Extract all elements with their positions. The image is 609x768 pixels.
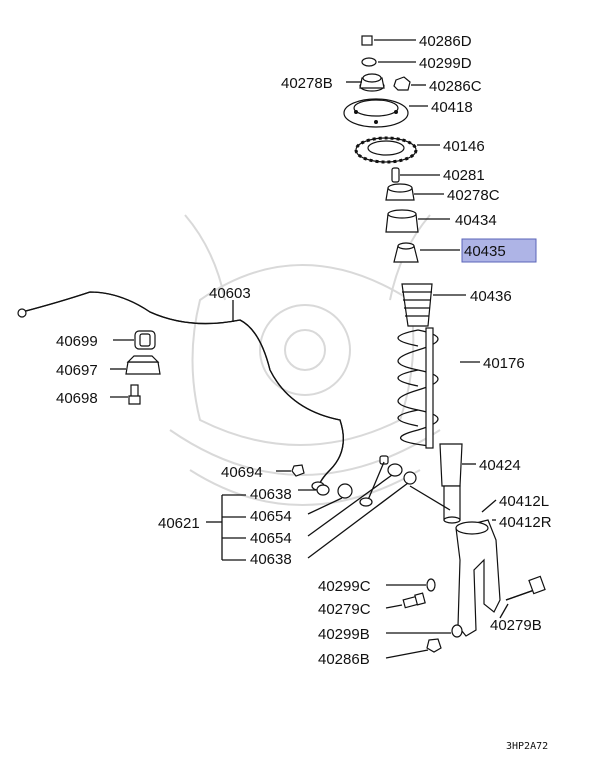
label-40638-lower[interactable]: 40638	[250, 551, 292, 568]
bushing-40278c[interactable]	[385, 183, 415, 201]
label-40176[interactable]: 40176	[483, 355, 525, 372]
label-40638-upper[interactable]: 40638	[250, 486, 292, 503]
stabilizer-link[interactable]	[359, 455, 389, 507]
label-40699[interactable]: 40699	[56, 333, 98, 350]
label-40621[interactable]: 40621	[158, 515, 200, 532]
washer-40299c[interactable]	[426, 578, 436, 592]
label-40286d[interactable]: 40286D	[419, 33, 472, 50]
nut-40286c[interactable]	[393, 76, 411, 91]
label-40436[interactable]: 40436	[470, 288, 512, 305]
label-40286c[interactable]: 40286C	[429, 78, 482, 95]
strut-40424[interactable]	[425, 327, 463, 524]
bump-stop-40435[interactable]	[393, 242, 419, 263]
label-40299b[interactable]: 40299B	[318, 626, 370, 643]
bushing-40654-upper[interactable]	[337, 483, 353, 499]
label-40412r[interactable]: 40412R	[499, 514, 552, 531]
label-40654-upper[interactable]: 40654	[250, 508, 292, 525]
label-40412l[interactable]: 40412L	[499, 493, 549, 510]
label-40278c[interactable]: 40278C	[447, 187, 500, 204]
bracket-40697[interactable]	[125, 355, 161, 375]
label-40603[interactable]: 40603	[209, 285, 251, 302]
label-40279c[interactable]: 40279C	[318, 601, 371, 618]
label-40694[interactable]: 40694	[221, 464, 263, 481]
label-40697[interactable]: 40697	[56, 362, 98, 379]
bolt-40279b[interactable]	[505, 575, 546, 601]
label-40424[interactable]: 40424	[479, 457, 521, 474]
label-40418[interactable]: 40418	[431, 99, 473, 116]
washer-40638-lower[interactable]	[403, 471, 417, 485]
collar-40281[interactable]	[391, 167, 400, 183]
label-40299c[interactable]: 40299C	[318, 578, 371, 595]
coil-spring-40176[interactable]	[397, 329, 439, 447]
bolt-40698[interactable]	[128, 384, 141, 405]
upper-mount-40418[interactable]	[343, 98, 409, 128]
washer-40299d[interactable]	[361, 57, 377, 67]
bushing-40654-lower[interactable]	[387, 463, 403, 477]
label-40279b[interactable]: 40279B	[490, 617, 542, 634]
label-40435[interactable]: 40435	[464, 243, 506, 260]
washer-40638-upper[interactable]	[316, 484, 330, 496]
cup-40434[interactable]	[385, 209, 419, 233]
bushing-40699[interactable]	[134, 330, 156, 350]
bolt-40279c[interactable]	[402, 592, 426, 609]
washer-40299b[interactable]	[451, 624, 463, 638]
label-40698[interactable]: 40698	[56, 390, 98, 407]
label-40299d[interactable]: 40299D	[419, 55, 472, 72]
dust-boot-40436[interactable]	[401, 283, 433, 327]
nut-40286d[interactable]	[361, 35, 373, 46]
label-40434[interactable]: 40434	[455, 212, 497, 229]
nut-40286b[interactable]	[426, 638, 442, 653]
label-40278b[interactable]: 40278B	[281, 75, 333, 92]
label-40654-lower[interactable]: 40654	[250, 530, 292, 547]
label-40146[interactable]: 40146	[443, 138, 485, 155]
spring-seat-40146[interactable]	[354, 136, 418, 164]
highlight-box-40435	[461, 238, 537, 263]
label-40281[interactable]: 40281	[443, 167, 485, 184]
label-40286b[interactable]: 40286B	[318, 651, 370, 668]
bushing-40278b[interactable]	[359, 73, 385, 92]
nut-40694[interactable]	[291, 464, 305, 477]
diagram-code: 3HP2A72	[506, 741, 548, 752]
